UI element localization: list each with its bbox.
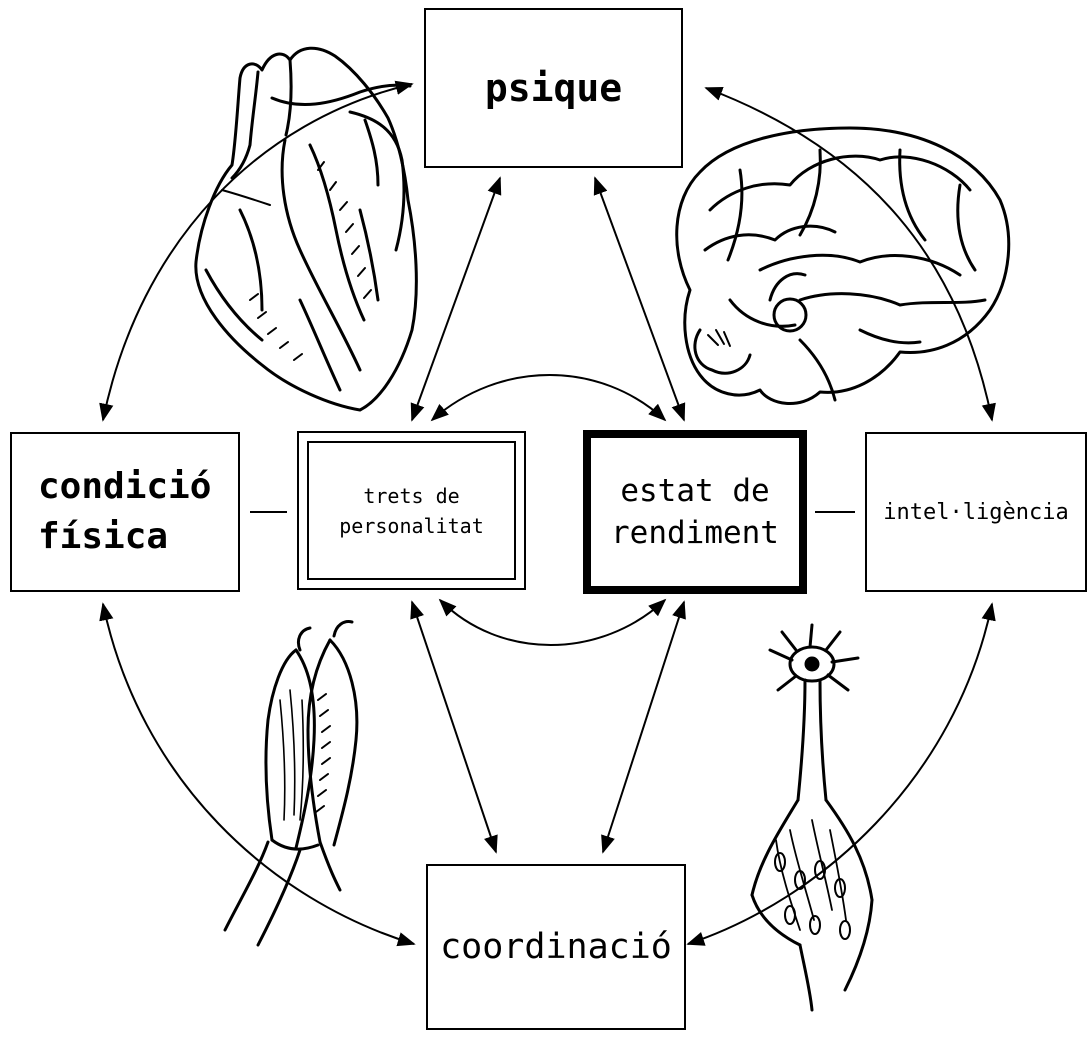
- heart-illustration: [196, 48, 417, 410]
- node-psique: psique: [424, 8, 683, 168]
- neuron-illustration: [752, 625, 872, 1010]
- node-condicio-fisica: condició física: [10, 432, 240, 592]
- node-coordinacio-label: coordinació: [440, 927, 672, 967]
- arrow-psique-estat: [595, 178, 684, 420]
- node-trets-inner-frame: trets de personalitat: [307, 441, 516, 580]
- node-condicio-label-line2: física: [38, 512, 168, 562]
- arrow-psique-condicio: [103, 84, 412, 420]
- node-trets-label-line2: personalitat: [339, 511, 484, 541]
- node-psique-label: psique: [485, 66, 622, 110]
- node-estat-de-rendiment: estat de rendiment: [583, 430, 807, 594]
- node-condicio-label-line1: condició: [38, 462, 211, 512]
- arrow-intel-coordinacio: [688, 604, 992, 944]
- node-estat-label-line2: rendiment: [611, 512, 779, 554]
- node-trets-label-line1: trets de: [363, 481, 459, 511]
- node-trets-de-personalitat: trets de personalitat: [297, 431, 526, 590]
- arrow-trets-estat-bottom: [440, 600, 665, 645]
- arrow-estat-coordinacio: [603, 602, 684, 852]
- node-estat-label-line1: estat de: [620, 470, 769, 512]
- node-intelligencia: intel·ligència: [865, 432, 1087, 592]
- muscle-illustration: [225, 622, 357, 945]
- arrow-trets-coordinacio: [412, 602, 496, 852]
- arrow-condicio-coordinacio: [103, 604, 414, 944]
- node-intel-label: intel·ligència: [883, 500, 1068, 525]
- arrow-psique-trets: [412, 178, 500, 420]
- arrow-trets-estat-top: [432, 375, 665, 420]
- node-coordinacio: coordinació: [426, 864, 686, 1030]
- arrow-psique-intel: [706, 88, 992, 420]
- brain-illustration: [677, 128, 1009, 404]
